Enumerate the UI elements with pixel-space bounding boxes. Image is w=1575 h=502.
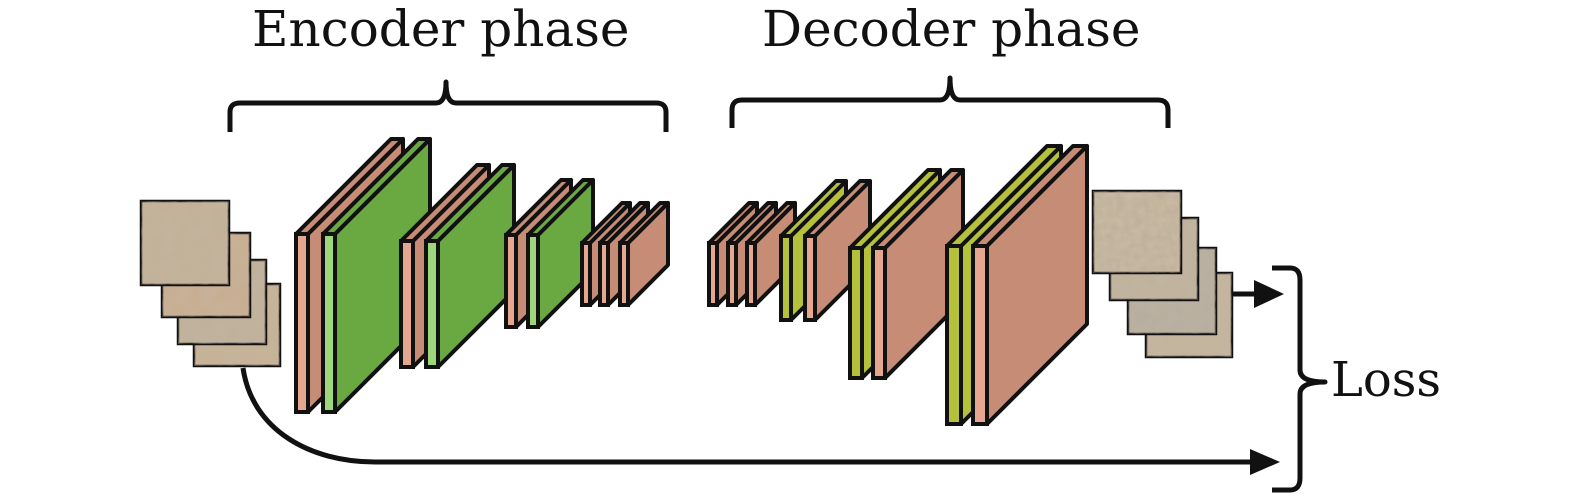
dec-slab-1a-front (707, 241, 719, 307)
output-image-stack (1091, 189, 1234, 359)
enc-slab-2a-front (399, 239, 415, 369)
enc-slab-4a-front (580, 241, 592, 307)
layer-slabs (294, 137, 1089, 426)
dec-slab-2b-front (803, 234, 817, 322)
loss-brace (1272, 265, 1328, 493)
decoder-brace (729, 75, 1171, 128)
dec-slab-2a-front (779, 234, 793, 322)
dec-slab-1b-front (726, 241, 738, 307)
decoder-phase-label: Decoder phase (762, 0, 1141, 58)
dec-slab-3b (871, 168, 965, 380)
skip-connection-arrow (240, 367, 1252, 465)
enc-slab-4c-front (618, 241, 630, 307)
skip-arrow-head (1250, 449, 1280, 475)
dec-slab-1c (745, 201, 797, 307)
dec-slab-3b-front (871, 246, 887, 380)
encoder-phase-label: Encoder phase (252, 0, 630, 58)
dec-slab-4a-front (945, 244, 963, 426)
enc-slab-2b (424, 163, 516, 369)
enc-slab-4b-front (598, 241, 610, 307)
output-image-1 (1091, 189, 1183, 275)
enc-slab-3a-front (504, 233, 518, 329)
input-image-1 (139, 199, 231, 287)
dec-slab-1c-front (745, 241, 757, 307)
enc-slab-4c (618, 201, 670, 307)
dec-slab-3a-front (848, 246, 864, 380)
dec-slab-4b-front (971, 244, 989, 426)
loss-label: Loss (1331, 352, 1442, 408)
enc-slab-2b-front (424, 239, 440, 369)
encoder-brace (227, 79, 669, 132)
enc-slab-1a-front (294, 232, 310, 414)
dec-slab-4b (971, 144, 1089, 426)
input-image-stack (139, 199, 282, 368)
enc-slab-3b-front (526, 233, 540, 329)
dec-slab-2b (803, 179, 872, 322)
output-arrow-head (1254, 280, 1284, 308)
enc-slab-1b-front (321, 232, 337, 414)
